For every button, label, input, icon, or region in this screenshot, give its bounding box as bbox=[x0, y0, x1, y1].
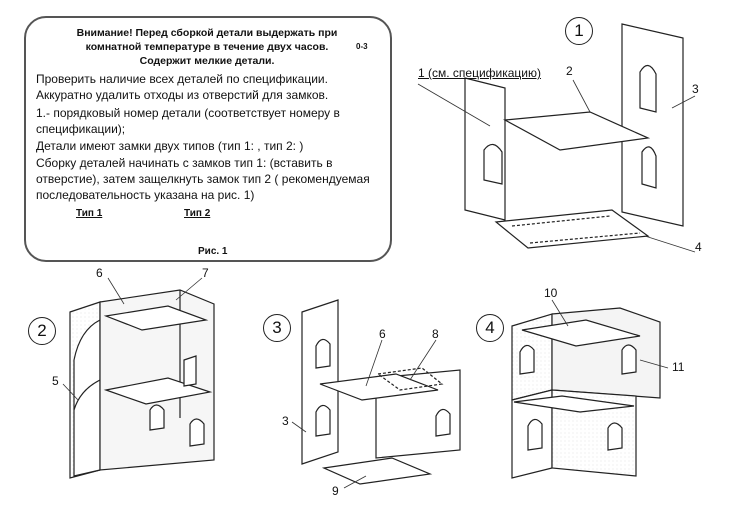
step2-assembly bbox=[69, 289, 215, 479]
step3-leader-lines bbox=[291, 339, 437, 489]
type2-label: Тип 2 bbox=[184, 208, 211, 219]
step-number-4: 4 bbox=[476, 314, 504, 342]
age-badge-text: 0-3 bbox=[356, 42, 368, 51]
step-number-3: 3 bbox=[263, 314, 291, 342]
step3-assembly bbox=[301, 299, 461, 485]
part-label: 6 bbox=[379, 327, 386, 341]
step-number-2: 2 bbox=[28, 317, 56, 345]
figure-caption: Рис. 1 bbox=[198, 246, 228, 257]
warning-text: Внимание! Перед сборкой детали выдержать… bbox=[62, 26, 352, 68]
part-label: 6 bbox=[96, 266, 103, 280]
part-label: 5 bbox=[52, 374, 59, 388]
warning-line: Внимание! Перед сборкой детали выдержать… bbox=[76, 27, 338, 39]
warning-line: Содержит мелкие детали. bbox=[139, 55, 275, 67]
part-label: 2 bbox=[566, 64, 573, 78]
part-label: 9 bbox=[332, 484, 339, 498]
step4-assembly bbox=[511, 307, 661, 479]
step1-assembly bbox=[464, 23, 684, 249]
part-label: 7 bbox=[202, 266, 209, 280]
instruction-panel bbox=[24, 16, 392, 262]
instruction-line: отверстие), затем защелкнуть замок тип 2… bbox=[36, 172, 370, 186]
instruction-line: Аккуратно удалить отходы из отверстий дл… bbox=[36, 88, 329, 102]
part-label: 4 bbox=[695, 240, 702, 254]
part-label: 10 bbox=[544, 286, 558, 300]
instruction-line: последовательность указана на рис. 1) bbox=[36, 188, 255, 202]
type1-label: Тип 1 bbox=[76, 208, 103, 219]
step2-leader-lines bbox=[62, 277, 203, 401]
part-label: 3 bbox=[282, 414, 289, 428]
instruction-line: 1.- порядковый номер детали (соответству… bbox=[36, 106, 340, 120]
instruction-line: спецификации); bbox=[36, 122, 126, 136]
part-label: 11 bbox=[672, 360, 685, 374]
instruction-line: Проверить наличие всех деталей по специф… bbox=[36, 72, 328, 86]
step4-leader-lines bbox=[551, 299, 669, 369]
part-label: 3 bbox=[692, 82, 699, 96]
warning-line: комнатной температуре в течение двух час… bbox=[85, 41, 329, 53]
part-label: 8 bbox=[432, 327, 439, 341]
part-label: 1 (см. спецификацию) bbox=[418, 66, 542, 80]
step-number-1: 1 bbox=[565, 17, 593, 45]
instruction-line: Сборку деталей начинать с замков тип 1: … bbox=[36, 156, 333, 170]
step1-leader-lines bbox=[417, 79, 696, 253]
instruction-line: Детали имеют замки двух типов (тип 1: , … bbox=[36, 139, 304, 153]
